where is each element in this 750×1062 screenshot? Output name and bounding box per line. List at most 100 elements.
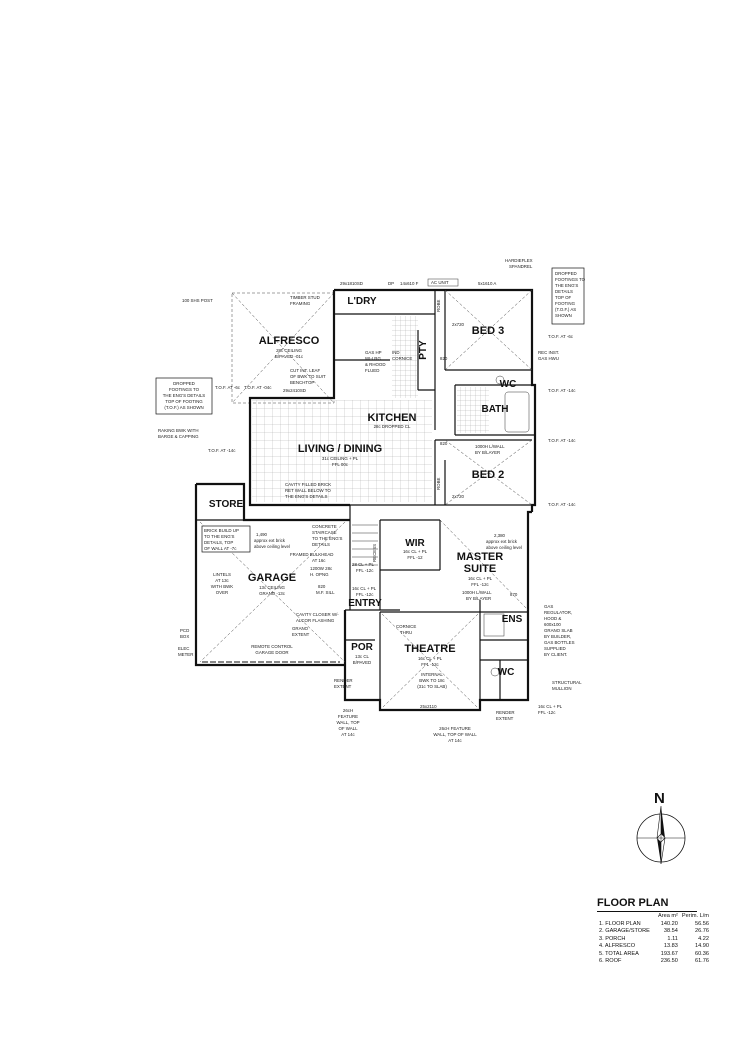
note-hardieflex-1: HARDIEFLEX [505, 258, 533, 263]
garage-floor: GRANO -13c [259, 591, 286, 596]
svg-text:SUPPLIED: SUPPLIED [544, 646, 566, 651]
svg-text:TOP OF FOOTING: TOP OF FOOTING [165, 399, 203, 404]
svg-text:BENCHTOP: BENCHTOP [290, 380, 314, 385]
alfresco-floor: B/PAVED -01c [275, 354, 304, 359]
note-feature-right: 26cH FEATURE WALL, TOP OF WALL AT 14c [433, 726, 477, 743]
note-bulkhead: FRAMED BULKHEAD AT 16c [290, 552, 333, 563]
svg-text:BY CLIENT.: BY CLIENT. [544, 652, 567, 657]
svg-text:METER: METER [178, 652, 193, 657]
svg-text:H. OPNG: H. OPNG [310, 572, 329, 577]
note-lintels: LINTELS AT 13c WITH BWK OVER [211, 572, 234, 595]
table-row: 6. ROOF 236.50 61.76 [599, 958, 709, 964]
room-garage: GARAGE [248, 572, 296, 584]
table-row: 3. PORCH 1.11 4.22 [599, 935, 709, 942]
svg-text:approx ext brick: approx ext brick [254, 538, 286, 543]
table-row: 1. FLOOR PLAN 140.20 56.56 [599, 920, 709, 927]
svg-text:820: 820 [318, 584, 326, 589]
svg-text:WALL, TOP OF WALL: WALL, TOP OF WALL [433, 732, 477, 737]
note-dropped-left: DROPPED FOOTINGS TO THE ENG'S DETAILS TO… [163, 381, 206, 410]
note-dim-2x720b: 2x720 [452, 494, 465, 499]
svg-text:CORNICE: CORNICE [396, 624, 416, 629]
room-entry: ENTRY [348, 598, 382, 609]
note-tof-right-6: T.O.F. AT -6c [548, 334, 574, 339]
schedule-rule [597, 911, 697, 912]
note-render-right: RENDER EXTENT [496, 710, 515, 721]
note-cut-int: CUT INT. LEAF OF BWK TO SUIT BENCHTOP [290, 368, 326, 385]
note-tof-04: T.O.F. AT -04c [244, 385, 272, 390]
svg-text:CUT INT. LEAF: CUT INT. LEAF [290, 368, 320, 373]
svg-text:GAS BOTTLES: GAS BOTTLES [544, 640, 575, 645]
svg-text:FFL -12c: FFL -12c [538, 710, 556, 715]
note-recess: RECESS [372, 544, 377, 562]
note-dim-alfresco: 29x2410SD [283, 388, 306, 393]
svg-text:OVER: OVER [216, 590, 228, 595]
svg-text:THE ENG'S DETAILS: THE ENG'S DETAILS [285, 494, 328, 499]
svg-text:approx ext brick: approx ext brick [486, 539, 518, 544]
schedule-col-area: Area m² [658, 913, 678, 919]
note-h-opng: 1200W 28c H. OPNG [310, 566, 333, 577]
note-hardieflex-2: SPANDREL [509, 264, 533, 269]
svg-text:BOX: BOX [180, 634, 189, 639]
svg-text:GAS: GAS [544, 604, 553, 609]
note-ceiling-28: 28 CL + PL FFL -12c [352, 562, 374, 573]
note-dim-25x2110: 25x2110 [420, 704, 437, 709]
svg-text:AT 14c: AT 14c [448, 738, 462, 743]
svg-text:1200W 28c: 1200W 28c [310, 566, 333, 571]
svg-text:RENDER: RENDER [334, 678, 353, 683]
svg-text:FFL -12c: FFL -12c [356, 568, 374, 573]
svg-text:DETAILS: DETAILS [312, 542, 330, 547]
svg-text:BY BUILDER,: BY BUILDER, [544, 634, 571, 639]
living-floor: FFL 00c [332, 462, 349, 467]
room-kitchen: KITCHEN [368, 412, 417, 424]
porch-ceiling: 13c CL [355, 654, 369, 659]
note-remote-door: REMOTE CONTROL GARAGE DOOR [251, 644, 293, 655]
theatre-ceiling: 16c CL + PL [418, 656, 443, 661]
ens-shower [483, 613, 505, 637]
svg-text:28 CL + PL: 28 CL + PL [352, 562, 374, 567]
svg-text:CAVITY CLOSER W/-: CAVITY CLOSER W/- [296, 612, 339, 617]
svg-text:THE ENG'S DETAILS: THE ENG'S DETAILS [163, 393, 206, 398]
note-gas-hp: GAS HP WI-LRG & RHOOD FLUED [365, 350, 386, 373]
svg-text:1000H L/WALL: 1000H L/WALL [462, 590, 492, 595]
room-bath: BATH [481, 404, 508, 415]
svg-text:REC INST.: REC INST. [538, 350, 559, 355]
note-lwall-master: 1000H L/WALL BY B/LAYER [462, 590, 492, 601]
room-wc-ens: WC [498, 667, 515, 678]
room-living-dining: LIVING / DINING [298, 443, 382, 455]
svg-text:26cH: 26cH [343, 708, 353, 713]
garage-ceiling: 13c CEILING [259, 585, 285, 590]
svg-text:FOOTING: FOOTING [555, 301, 576, 306]
svg-text:CORNICE: CORNICE [392, 356, 412, 361]
note-gas-regulator: GAS REGULATOR, HOOD & 600x100 GRANO SLAB… [544, 604, 575, 657]
note-dim-top2: 14x610 F [400, 281, 419, 286]
svg-text:REMOTE CONTROL: REMOTE CONTROL [251, 644, 293, 649]
room-laundry: L'DRY [347, 296, 377, 307]
svg-text:BRICK BUILD UP: BRICK BUILD UP [204, 528, 239, 533]
note-tof-14: T.O.F. AT -14c [208, 448, 236, 453]
schedule-col-perim: Perim. L/m [681, 913, 709, 919]
note-tof-right-14: T.O.F. AT -14c [548, 388, 576, 393]
svg-text:TO THE ENG'S: TO THE ENG'S [312, 536, 343, 541]
svg-text:CAVITY FILLED BRICK: CAVITY FILLED BRICK [285, 482, 331, 487]
svg-text:BY B/LAYER: BY B/LAYER [466, 596, 491, 601]
note-l-wall: 1000H L/WALL BY B/LAYER [475, 444, 505, 455]
note-internal: INTERNAL BWK TO 18c (31c TO SLAB) [417, 672, 447, 689]
note-raking: RAKING BWK WITH BARGE & CAPPING [158, 428, 199, 439]
alfresco-ceiling: 28c CEILING [276, 348, 302, 353]
svg-text:ELEC: ELEC [178, 646, 189, 651]
note-cavity-brick: CAVITY FILLED BRICK RET WALL BELOW TO TH… [285, 482, 331, 499]
note-dropped-right: DROPPED FOOTINGS TO THE ENG'S DETAILS TO… [555, 271, 586, 318]
svg-text:ALCOR FLASHING: ALCOR FLASHING [296, 618, 335, 623]
note-cl-pl-right: 16c CL + PL FFL -12c [538, 704, 563, 715]
svg-text:GRANO: GRANO [292, 626, 309, 631]
note-brick-build: BRICK BUILD UP TO THE ENG'S DETAILS, TOP… [204, 528, 239, 551]
svg-text:600x100: 600x100 [544, 622, 561, 627]
note-tof-6: T.O.F. AT -6c [215, 385, 241, 390]
svg-text:EXTENT: EXTENT [334, 684, 352, 689]
theatre-floor: FFL -12c [421, 662, 439, 667]
north-arrow-icon [636, 805, 686, 865]
svg-text:STRUCTURAL: STRUCTURAL [552, 680, 582, 685]
svg-text:RAKING BWK WITH: RAKING BWK WITH [158, 428, 199, 433]
note-shs-post: 100 SHS POST [182, 298, 213, 303]
